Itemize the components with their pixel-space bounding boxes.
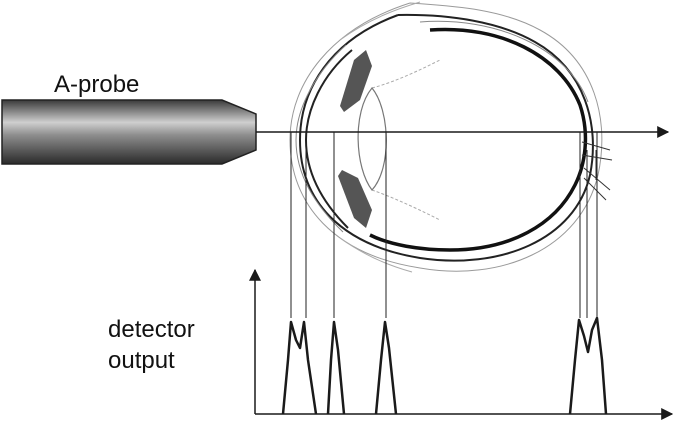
eye-globe <box>289 1 603 273</box>
echo-peak-lens-back <box>374 320 398 415</box>
sclera-main-line <box>298 13 594 262</box>
iris-upper <box>340 50 372 112</box>
zonule-line-upper <box>371 59 441 89</box>
projection-lines <box>290 132 598 318</box>
detector-label-line-1: detector <box>108 316 195 343</box>
detector-label-line-2: output <box>108 347 175 374</box>
echo-peak-retina <box>568 316 608 415</box>
detector-peaks <box>281 316 608 415</box>
cornea <box>304 49 353 229</box>
faint-stroke-top <box>339 1 421 41</box>
retina-line <box>369 27 588 252</box>
echo-peak-lens-front <box>326 320 346 415</box>
iris-lower <box>338 170 372 228</box>
cornea-outer-line <box>295 44 347 233</box>
lens <box>357 87 387 191</box>
a-probe-label: A-probe <box>54 71 140 98</box>
sclera-outer-line <box>289 2 603 272</box>
zonule-line-lower <box>371 189 441 221</box>
a-probe-body <box>1 99 257 165</box>
echo-peak-cornea <box>281 320 318 415</box>
faint-stroke-bottom <box>339 237 413 273</box>
choroid-line <box>419 20 589 103</box>
